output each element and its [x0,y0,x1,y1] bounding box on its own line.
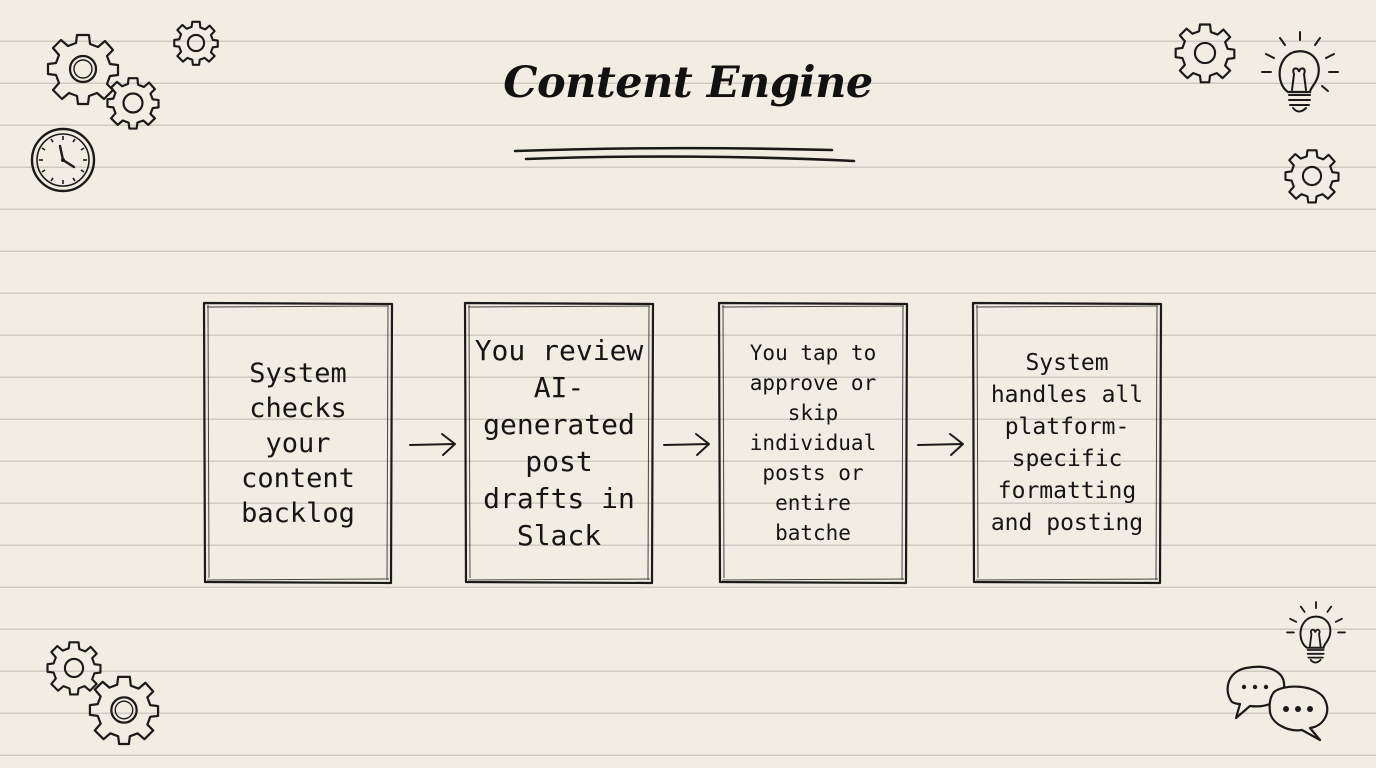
page-title: Content Engine [503,58,873,108]
step-frame [717,301,909,585]
gear-icon [173,20,219,66]
step-frame [463,301,655,585]
step-box-format-post: System handles all platform-specific for… [971,301,1163,585]
step-text: System handles all platform-specific for… [978,302,1156,584]
step-text: You tap to approve or skip individual po… [724,302,902,584]
step-frame [202,301,394,585]
step-label: You review AI-generated post drafts in S… [474,334,644,552]
clock-icon [30,127,96,193]
gear-icon [46,33,120,106]
step-label: System checks your content backlog [241,357,355,529]
arrow-icon [409,433,456,456]
lightbulb-icon [1286,601,1346,664]
arrow-icon [917,433,964,456]
step-label: You tap to approve or skip individual po… [749,341,877,545]
gear-icon [1174,23,1236,84]
step-label: System handles all platform-specific for… [990,350,1144,536]
lightbulb-icon [1261,31,1339,113]
gear-icon [1284,149,1340,204]
gear-icon [46,641,102,696]
step-text: System checks your content backlog [209,302,387,584]
chat-bubbles-icon [1226,665,1329,742]
gear-icon [88,675,160,746]
arrow-icon [663,433,710,456]
step-box-approve-skip: You tap to approve or skip individual po… [717,301,909,585]
step-text: You review AI-generated post drafts in S… [470,302,648,584]
step-frame [971,301,1163,585]
step-box-check-backlog: System checks your content backlog [202,301,394,585]
title-underline [513,146,856,163]
step-box-review-drafts: You review AI-generated post drafts in S… [463,301,655,585]
gear-icon [106,77,160,130]
